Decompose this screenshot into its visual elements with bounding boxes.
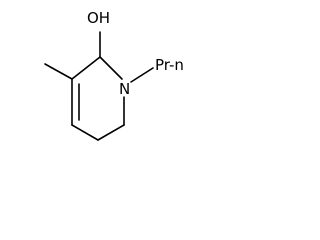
bond-c6-c5 bbox=[97, 124, 125, 141]
bond-methyl bbox=[44, 63, 73, 80]
propyl-label: Pr-n bbox=[155, 56, 184, 74]
bond-n-propyl bbox=[130, 67, 154, 83]
bond-c5-c4 bbox=[71, 124, 99, 141]
bond-c2-n1 bbox=[99, 56, 123, 80]
bond-c2-c3 bbox=[71, 56, 101, 80]
nitrogen-label: N bbox=[119, 80, 130, 98]
hydroxyl-label: OH bbox=[87, 9, 110, 27]
molecule-structure: OH N Pr-n bbox=[44, 9, 184, 141]
structure-canvas: OH N Pr-n bbox=[0, 0, 239, 153]
